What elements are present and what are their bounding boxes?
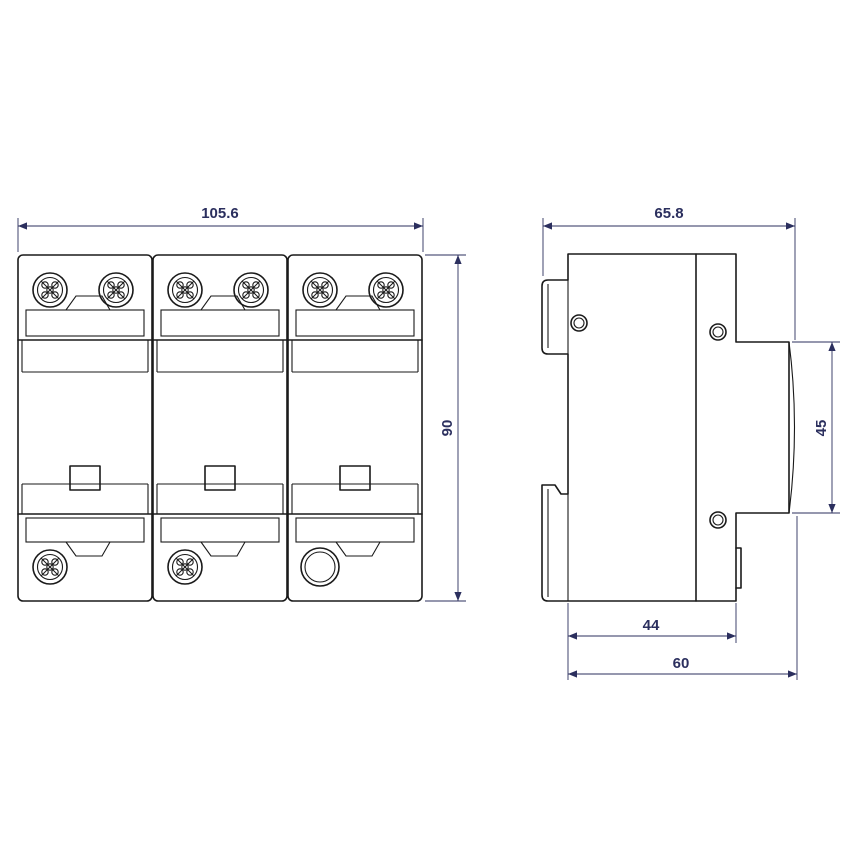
module-outline — [287, 254, 423, 602]
pole-module — [17, 254, 153, 602]
screw-terminal-icon — [32, 549, 68, 585]
front-height-label: 90 — [439, 420, 456, 437]
screw-terminal-icon — [368, 272, 404, 308]
label-strip — [295, 517, 415, 543]
screw-terminal-icon — [32, 272, 68, 308]
label-strip — [160, 517, 280, 543]
screw-terminal-icon — [167, 272, 203, 308]
side-view — [541, 253, 796, 602]
label-strip — [160, 309, 280, 337]
pole-modules — [17, 254, 423, 602]
rivet-icon — [570, 314, 588, 332]
round-indicator-icon — [300, 547, 340, 587]
latch-window — [69, 465, 101, 491]
label-strip — [25, 517, 145, 543]
bottom-tab — [735, 547, 742, 589]
side-depth-top-label: 65.8 — [654, 205, 683, 222]
front-height-dimension: 90 — [425, 254, 466, 602]
side-total-depth-dimension: 60 — [568, 516, 798, 680]
front-width-dimension: 105.6 — [17, 205, 424, 252]
front-width-label: 105.6 — [201, 205, 239, 222]
module-outline — [152, 254, 288, 602]
side-body-depth-dimension: 44 — [567, 603, 737, 680]
screw-terminal-icon — [167, 549, 203, 585]
latch-window — [204, 465, 236, 491]
side-top-dimension: 65.8 — [542, 205, 796, 340]
label-strip — [25, 309, 145, 337]
side-rail-height-label: 45 — [813, 420, 830, 437]
screw-terminal-icon — [233, 272, 269, 308]
label-strip — [295, 309, 415, 337]
rivet-icon — [709, 323, 727, 341]
side-rail-height-dimension: 45 — [792, 341, 840, 514]
front-view — [17, 254, 423, 602]
front-bulge — [788, 341, 796, 514]
latch-window — [339, 465, 371, 491]
screw-terminal-icon — [302, 272, 338, 308]
screw-terminal-icon — [98, 272, 134, 308]
rivet-icon — [709, 511, 727, 529]
side-body-outline — [541, 253, 790, 602]
side-body-depth-label: 44 — [643, 617, 660, 634]
module-outline — [17, 254, 153, 602]
pole-module — [152, 254, 288, 602]
side-total-depth-label: 60 — [673, 655, 690, 672]
pole-module — [287, 254, 423, 602]
